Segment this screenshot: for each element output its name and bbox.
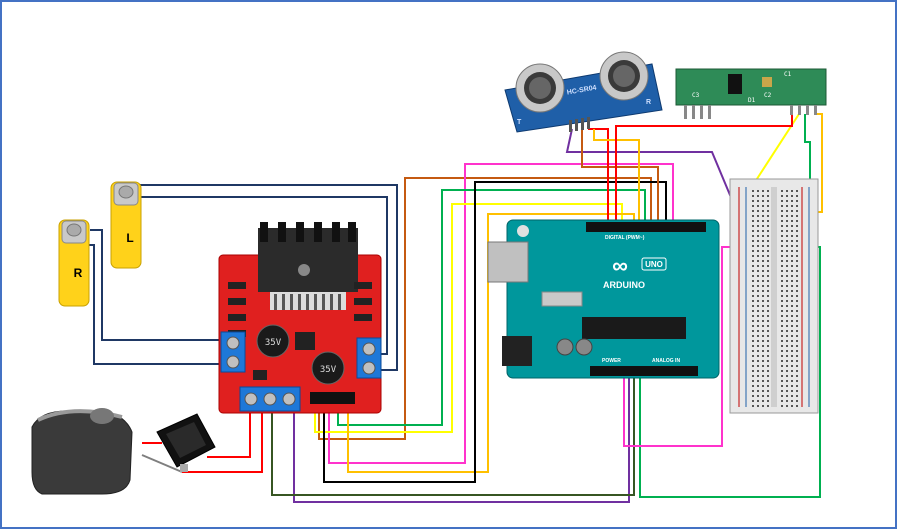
power-switch [156, 413, 216, 472]
wire-pink-breadboard [623, 246, 735, 447]
arduino-brand-label: ARDUINO [603, 280, 645, 290]
rf-c2-label: C2 [764, 92, 772, 99]
ultrasonic-r-label: R [646, 99, 651, 106]
motor-left-label: L [126, 231, 133, 245]
terminal-out-right [356, 337, 382, 379]
motor-driver-board: 35V 35V [218, 222, 382, 414]
arduino-logo: ∞ [612, 253, 628, 278]
wires [87, 113, 823, 503]
terminal-power [239, 386, 301, 412]
arduino-digital-label: DIGITAL (PWM~) [605, 235, 645, 241]
ultrasonic-transmitter [515, 63, 565, 113]
capacitor-2-label: 35V [320, 365, 337, 375]
rf-receiver-module: C1 D1 C2 C3 [675, 68, 827, 119]
wire-darkgreen [271, 372, 635, 496]
arduino-uno-board: DIGITAL (PWM~) ∞ UNO ARDUINO POWER ANALO… [487, 219, 720, 379]
motor-left: L [110, 181, 142, 269]
wire-right-motor-bottom [87, 244, 224, 365]
rf-d1-label: D1 [748, 97, 756, 104]
wire-sensor-red [588, 128, 609, 220]
wire-black [323, 181, 667, 483]
wire-gold [347, 213, 635, 473]
rf-c1-label: C1 [784, 71, 792, 78]
terminal-out-left [220, 331, 246, 373]
wire-left-motor-top [137, 184, 398, 371]
breadboard-holes [752, 190, 798, 407]
wire-battery-black [141, 454, 183, 473]
control-header [310, 392, 355, 404]
wire-pink [328, 163, 674, 464]
wire-yellow [314, 203, 623, 433]
motor-right: R [58, 219, 90, 307]
wire-purple [293, 372, 630, 503]
arduino-analog-label: ANALOG IN [652, 358, 680, 364]
rf-c3-label: C3 [692, 92, 700, 99]
wire-rf-green [804, 114, 811, 197]
motor-right-label: R [74, 266, 83, 280]
arduino-power-label: POWER [602, 358, 621, 364]
breadboard [729, 178, 819, 414]
battery [31, 408, 133, 495]
wire-rf-red [615, 114, 793, 220]
capacitor-1-label: 35V [265, 338, 282, 348]
wire-switch-black [182, 407, 263, 473]
wire-green [337, 189, 646, 426]
capacitor-2: 35V [311, 351, 345, 385]
wire-switch-red [207, 407, 251, 458]
ultrasonic-sensor: HC-SR04 T R [504, 51, 663, 133]
wire-orange [318, 177, 652, 440]
wire-right-motor-top [90, 229, 224, 341]
ultrasonic-receiver [599, 51, 649, 101]
capacitor-1: 35V [256, 324, 290, 358]
arduino-uno-label: UNO [645, 260, 663, 269]
wire-sensor-orange [581, 129, 659, 220]
ultrasonic-t-label: T [517, 119, 522, 126]
